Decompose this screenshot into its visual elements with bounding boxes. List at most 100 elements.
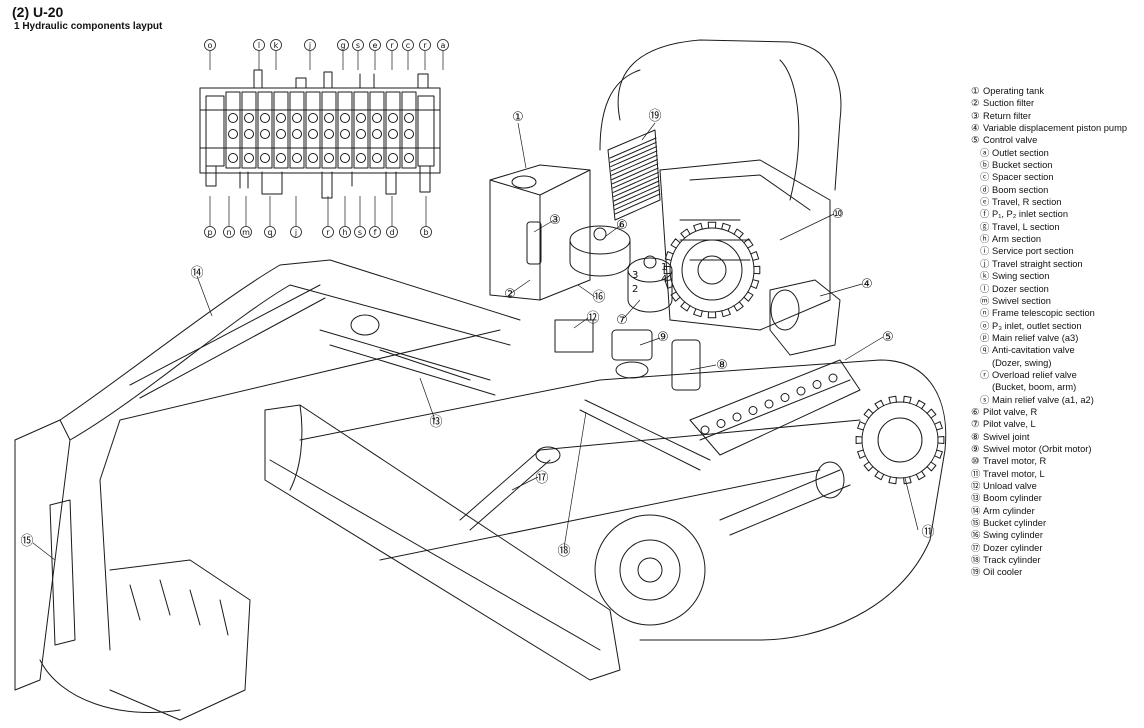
legend-text: Outlet section (992, 147, 1049, 158)
legend-text: P₁, P₂ inlet section (992, 209, 1068, 220)
valve-port (260, 129, 270, 139)
control-valve-assembly (689, 359, 861, 456)
legend-text: Arm cylinder (983, 505, 1035, 516)
legend-number: ⑥ (971, 406, 980, 417)
valve-port (308, 113, 318, 123)
valve-port (244, 153, 254, 163)
legend-text: Oil cooler (983, 567, 1023, 578)
valve-bottom-label-text: h (342, 228, 347, 237)
legend-text: Swivel section (992, 295, 1051, 306)
valve-top-label: j (304, 39, 316, 51)
legend-number: ⑦ (971, 419, 980, 430)
legend-text: Bucket section (992, 160, 1053, 171)
valve-top-label-text: s (356, 41, 360, 50)
legend-text: Swivel joint (983, 431, 1030, 442)
valve-port (388, 153, 398, 163)
legend-number: ⓕ (980, 209, 990, 220)
bucket (39, 499, 251, 721)
pilot-valve-l (627, 255, 673, 313)
valve-port (244, 129, 254, 139)
valve-bottom-label: f (369, 226, 381, 238)
legend-text: Main relief valve (a1, a2) (992, 394, 1094, 405)
valve-port (228, 113, 238, 123)
legend-text: Travel straight section (992, 258, 1083, 269)
callout-16: ⑯ (592, 290, 605, 305)
legend-text: Travel motor, R (983, 456, 1047, 467)
valve-top-label-text: a (441, 41, 446, 50)
legend-text: Suction filter (983, 98, 1035, 109)
legend-number: ⓜ (980, 295, 990, 306)
callout-15: ⑮ (20, 534, 33, 549)
legend-number: ⓟ (980, 332, 990, 343)
callout-13: ⑬ (429, 415, 442, 430)
legend-number: ⑩ (971, 456, 980, 467)
legend-number: ⑲ (971, 567, 981, 578)
legend-number: ⑤ (971, 135, 980, 146)
legend-text: (Dozer, swing) (992, 357, 1052, 368)
legend-number: ⑱ (971, 555, 981, 566)
valve-section-block (273, 91, 289, 169)
legend-number: ③ (971, 110, 980, 121)
valve-bottom-label-text: b (423, 228, 428, 237)
valve-port (228, 153, 238, 163)
port-mark-3: 3 (632, 270, 638, 281)
legend-text: Operating tank (983, 86, 1044, 96)
valve-top-label: k (270, 39, 282, 51)
legend-text: Anti-cavitation valve (992, 345, 1075, 356)
valve-port (324, 153, 334, 163)
piston-pump (769, 279, 841, 356)
valve-section-block (241, 91, 257, 169)
swivel-joint (671, 339, 701, 391)
valve-port (404, 153, 414, 163)
callout-1: ① (512, 110, 524, 125)
valve-top-label: s (352, 39, 364, 51)
port-mark-2: 2 (632, 284, 638, 295)
legend-text: Bucket cylinder (983, 518, 1047, 529)
callout-6: ⑥ (616, 218, 628, 233)
legend-number: ⑪ (971, 468, 981, 479)
valve-port (292, 129, 302, 139)
legend-number: ⑧ (971, 431, 980, 442)
legend-number: ⓢ (980, 394, 990, 405)
valve-section-block (305, 91, 321, 169)
valve-section-block (289, 91, 305, 169)
legend-text: P₃ inlet, outlet section (992, 320, 1082, 331)
leader-lines (32, 122, 919, 561)
valve-section-block (337, 91, 353, 169)
valve-port (340, 153, 350, 163)
legend-text: (Bucket, boom, arm) (992, 382, 1077, 393)
callout-11: ⑪ (921, 525, 934, 540)
legend-text: Main relief valve (a3) (992, 332, 1079, 343)
legend-number: ⑯ (971, 530, 981, 541)
legend-number: ⓗ (980, 234, 990, 245)
legend-number: ④ (971, 123, 980, 134)
valve-top-label-text: k (274, 41, 279, 50)
valve-top-label: l (253, 39, 265, 51)
valve-top-label-text: r (390, 41, 394, 50)
valve-bottom-label-text: f (374, 228, 377, 237)
valve-port (372, 113, 382, 123)
legend-number: ⑬ (971, 493, 981, 504)
valve-bottom-label: s (354, 226, 366, 238)
callout-12: ⑫ (586, 311, 599, 326)
legend-text: Travel, R section (992, 197, 1062, 208)
valve-port (292, 113, 302, 123)
legend-text: Control valve (983, 135, 1038, 146)
valve-sections (225, 91, 417, 169)
legend-text: Track cylinder (983, 555, 1041, 566)
undercarriage (299, 359, 947, 641)
valve-bottom-label: b (420, 226, 432, 238)
